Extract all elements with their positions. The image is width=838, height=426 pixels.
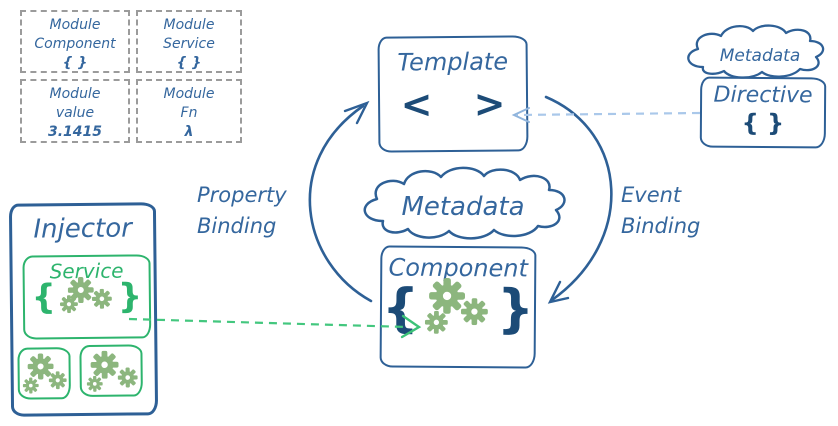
- module-box-line: Module: [163, 86, 215, 102]
- module-box-line: Module: [163, 17, 215, 33]
- gear-icon: [89, 350, 119, 379]
- injector-title: Injector: [33, 213, 133, 245]
- metadata-cloud-right-label: Metadata: [719, 46, 801, 66]
- braces-symbol: { }: [62, 55, 88, 71]
- metadata-cloud-center-label: Metadata: [401, 192, 525, 222]
- gears-cluster: [424, 277, 489, 334]
- module-box-line: Component: [34, 36, 116, 52]
- directive-title: Directive: [713, 82, 813, 109]
- property-binding-arc: [308, 104, 373, 303]
- value-number: 3.1415: [47, 124, 103, 140]
- property-binding-line2: Binding: [197, 214, 277, 238]
- injector-box: Injector Service { }: [8, 202, 159, 417]
- lambda-symbol: λ: [184, 124, 194, 140]
- service-box: Service { }: [22, 254, 152, 340]
- gear-icon: [26, 353, 54, 380]
- module-box-line: Module: [49, 86, 101, 102]
- gears-cluster: [86, 350, 138, 392]
- gear-icon: [460, 298, 489, 326]
- gear-icon: [91, 288, 112, 309]
- module-box-line: Module: [49, 17, 101, 33]
- gear-icon: [48, 371, 67, 390]
- gear-icon: [117, 367, 138, 388]
- event-binding-line1: Event: [621, 183, 682, 207]
- directive-box: Directive { }: [699, 76, 827, 149]
- braces-symbol: { }: [176, 55, 202, 71]
- gear-icon: [424, 310, 448, 334]
- event-binding-label: Event Binding: [621, 180, 700, 242]
- module-box-line: Service: [163, 36, 215, 52]
- module-fn-box: Module Fn λ: [136, 79, 242, 143]
- module-component-box: Module Component { }: [20, 10, 130, 73]
- angle-brackets-icon: < >: [400, 81, 520, 127]
- directive-template-dashed-arrow: [516, 111, 701, 117]
- module-value-box: Module value 3.1415: [20, 79, 130, 143]
- component-gears-group: { }: [382, 277, 534, 340]
- arrowhead-icon: [343, 100, 370, 125]
- injector-gear-box: [17, 347, 71, 400]
- module-box-line: Fn: [180, 105, 198, 121]
- braces-symbol: { }: [741, 108, 785, 138]
- injector-gear-box: [79, 344, 143, 398]
- brace-close: }: [117, 276, 143, 317]
- module-box-line: value: [55, 105, 95, 121]
- brace-close: }: [496, 279, 535, 340]
- gear-icon: [22, 377, 39, 394]
- gears-cluster: [59, 276, 112, 314]
- brace-open: {: [381, 278, 420, 339]
- template-title: Template: [397, 47, 509, 77]
- service-gears-group: { }: [25, 276, 149, 317]
- property-binding-line1: Property: [197, 183, 287, 207]
- property-binding-label: Property Binding: [197, 180, 287, 242]
- module-service-box: Module Service { }: [136, 10, 242, 73]
- component-box: Component { }: [379, 245, 537, 369]
- template-box: Template < >: [377, 35, 529, 153]
- arrowhead-icon: [547, 280, 570, 304]
- brace-open: {: [31, 277, 57, 318]
- gear-icon: [86, 375, 103, 392]
- event-binding-line2: Binding: [621, 214, 701, 238]
- gears-cluster: [22, 353, 67, 394]
- event-binding-arc: [544, 95, 613, 302]
- service-component-dashed-arrow: [128, 317, 409, 329]
- gear-icon: [428, 277, 466, 315]
